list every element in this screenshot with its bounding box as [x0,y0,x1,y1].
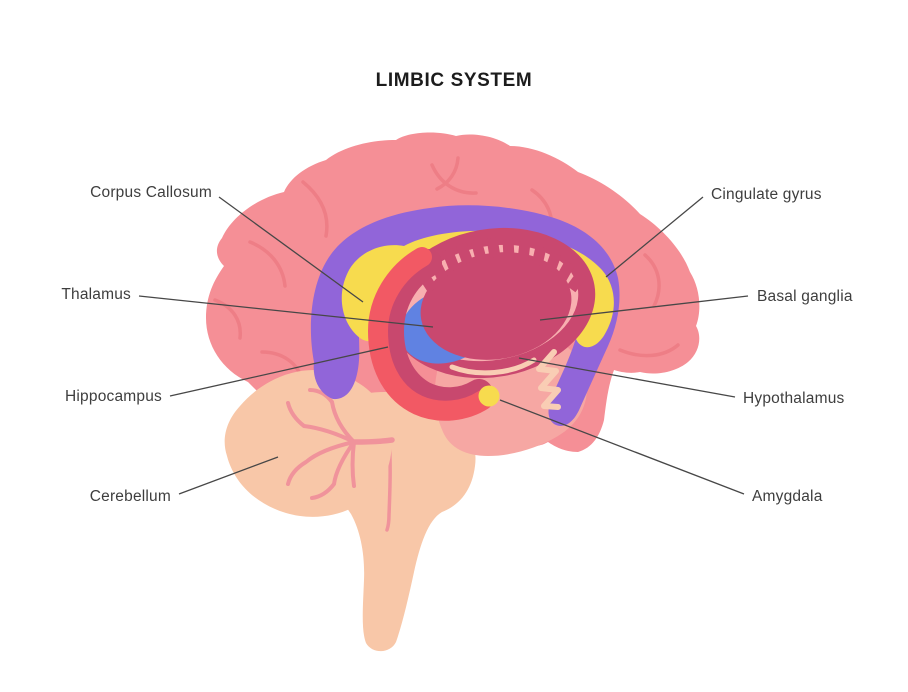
hypothalamus-zigzag [536,349,561,410]
hypothalamus-curve [449,357,537,376]
cingulate-gyrus-line [605,196,704,278]
label-cerebellum: Cerebellum [89,488,171,505]
basal-ganglia-center [420,252,572,360]
amygdala-line [499,399,745,495]
label-hippocampus: Hippocampus [65,388,162,405]
amygdala-shape [478,385,500,407]
label-hypothalamus: Hypothalamus [743,390,845,407]
arbor-vitae-trunk [351,437,395,445]
label-cingulate-gyrus: Cingulate gyrus [711,186,822,203]
label-thalamus: Thalamus [61,286,131,303]
diagram-title: LIMBIC SYSTEM [375,70,533,91]
label-lines [138,196,749,495]
basal-ganglia-line [539,295,749,321]
label-corpus-callosum: Corpus Callosum [90,184,212,201]
cortex-gyri-lines [213,156,680,432]
cerebellum [224,369,392,517]
label-basal-ganglia: Basal ganglia [757,288,853,305]
cerebellum-line [178,456,279,495]
hippocampus-line [169,346,389,397]
hypothalamus-line [518,357,736,398]
thalamus-line [138,295,434,328]
arbor-vitae-branches [286,388,356,500]
corpus-callosum-line [218,196,364,303]
fornix-band [367,247,493,421]
label-amygdala: Amygdala [752,488,823,505]
